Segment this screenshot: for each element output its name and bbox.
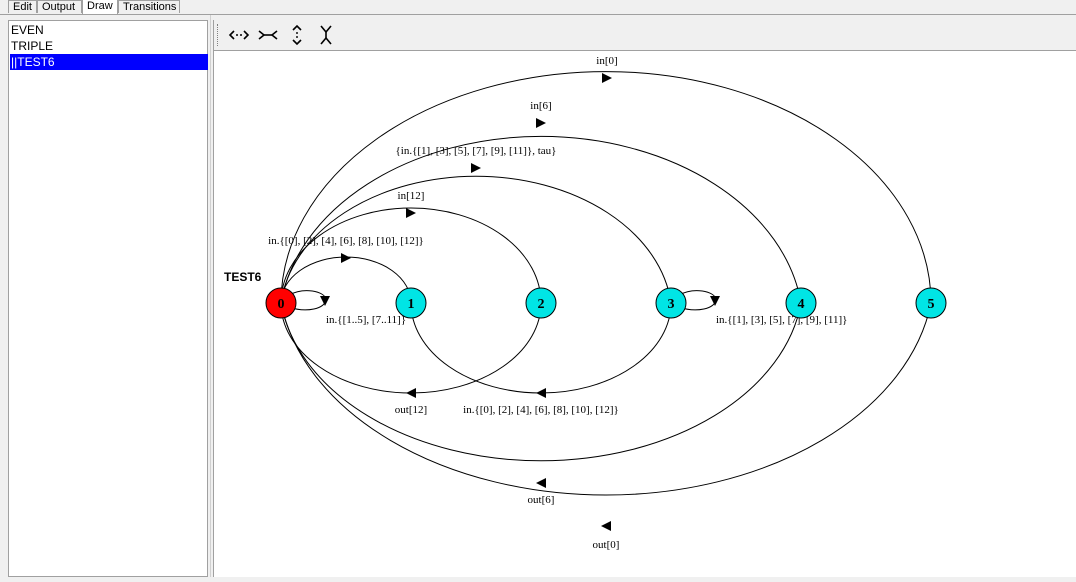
shrink-vertical-icon <box>320 25 332 45</box>
edge-label: {in.{[1], [3], [5], [7], [9], [11]}, tau… <box>396 145 557 157</box>
state-node[interactable] <box>525 287 557 319</box>
stretch-vertical-button[interactable] <box>285 23 309 47</box>
state-node-initial[interactable] <box>265 287 297 319</box>
arrowhead <box>601 521 611 531</box>
state-label: 1 <box>408 297 415 312</box>
edge-label: in[12] <box>398 190 425 202</box>
tab-transitions[interactable]: Transitions <box>118 0 180 13</box>
shrink-horizontal-button[interactable] <box>256 23 280 47</box>
edge-label: in.{[1], [3], [5], [7], [9], [11]} <box>716 314 847 326</box>
edge-label: out[12] <box>395 404 427 416</box>
edge-4-0 <box>280 302 802 462</box>
process-item-even[interactable]: EVEN <box>11 23 44 37</box>
state-node[interactable] <box>915 287 947 319</box>
tab-output[interactable]: Output <box>37 0 82 13</box>
edge-0-2 <box>280 207 542 304</box>
arrowhead <box>536 118 546 128</box>
state-label: 5 <box>928 297 935 312</box>
edge-5-0 <box>280 302 932 496</box>
edge-label: out[0] <box>593 539 620 551</box>
expand-horizontal-icon <box>228 30 250 40</box>
arrowhead <box>536 478 546 488</box>
edge-label: in.{[1..5], [7..11]} <box>326 314 406 326</box>
panel-splitter[interactable] <box>209 15 213 577</box>
state-label: 4 <box>798 297 805 312</box>
state-node[interactable] <box>785 287 817 319</box>
tab-label: Transitions <box>123 1 177 13</box>
tab-bar: Edit Output Draw Transitions <box>0 0 1076 14</box>
arrowhead <box>710 296 720 306</box>
toolbar <box>214 20 1076 51</box>
edge-0-5 <box>280 71 932 304</box>
toolbar-grip[interactable] <box>217 24 221 46</box>
arrowhead <box>341 253 351 263</box>
shrink-vertical-button[interactable] <box>314 23 338 47</box>
edge-label: in.{[0], [2], [4], [6], [8], [10], [12]} <box>268 235 424 247</box>
edge-label: in.{[0], [2], [4], [6], [8], [10], [12]} <box>463 404 619 416</box>
tab-edit[interactable]: Edit <box>8 0 37 13</box>
tab-label: Output <box>42 1 76 13</box>
state-node[interactable] <box>655 287 687 319</box>
state-label: 3 <box>668 297 675 312</box>
process-name-label: TEST6 <box>224 270 262 284</box>
edge-label: in[6] <box>530 100 551 112</box>
edge-0-1 <box>280 256 412 304</box>
expand-vertical-icon <box>292 24 302 46</box>
lts-diagram: in[0] in[6] {in.{[1], [3], [5], [7], [9]… <box>224 55 947 551</box>
process-item-triple[interactable]: TRIPLE <box>11 39 54 53</box>
state-node[interactable] <box>395 287 427 319</box>
stretch-horizontal-button[interactable] <box>227 23 251 47</box>
state-label: 2 <box>538 297 545 312</box>
diagram-canvas[interactable]: in[0] in[6] {in.{[1], [3], [5], [7], [9]… <box>214 51 1076 577</box>
draw-panel: in[0] in[6] {in.{[1], [3], [5], [7], [9]… <box>213 20 1076 577</box>
process-item-test6[interactable]: ||TEST6 <box>10 54 208 70</box>
shrink-horizontal-icon <box>258 30 278 40</box>
arrowhead <box>536 388 546 398</box>
arrowhead <box>320 296 330 306</box>
tab-draw[interactable]: Draw <box>82 0 118 14</box>
tab-divider <box>0 14 1076 15</box>
arrowhead <box>471 163 481 173</box>
arrowhead <box>406 208 416 218</box>
edge-0-4 <box>280 135 802 304</box>
edge-label: out[6] <box>528 494 555 506</box>
tab-label: Edit <box>13 1 32 13</box>
process-list: EVEN TRIPLE ||TEST6 <box>8 20 208 577</box>
edge-label: in[0] <box>596 55 617 67</box>
arrowhead <box>406 388 416 398</box>
tab-label: Draw <box>87 0 113 12</box>
arrowhead <box>602 73 612 83</box>
state-label: 0 <box>278 297 285 312</box>
